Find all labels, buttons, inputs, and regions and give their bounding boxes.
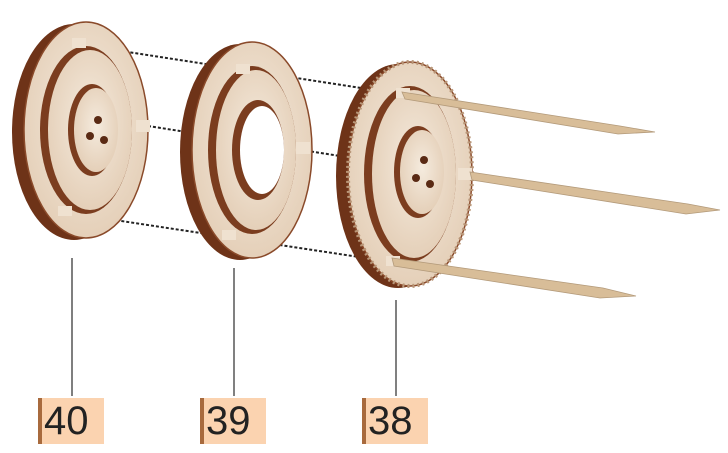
skewer-middle — [470, 172, 720, 214]
leader-lines — [72, 258, 396, 396]
part-label-38: 38 — [362, 398, 428, 444]
part-label-39: 39 — [200, 398, 266, 444]
wheel-40 — [12, 22, 150, 240]
wheel-39 — [180, 42, 312, 260]
part-label-40: 40 — [38, 398, 104, 444]
